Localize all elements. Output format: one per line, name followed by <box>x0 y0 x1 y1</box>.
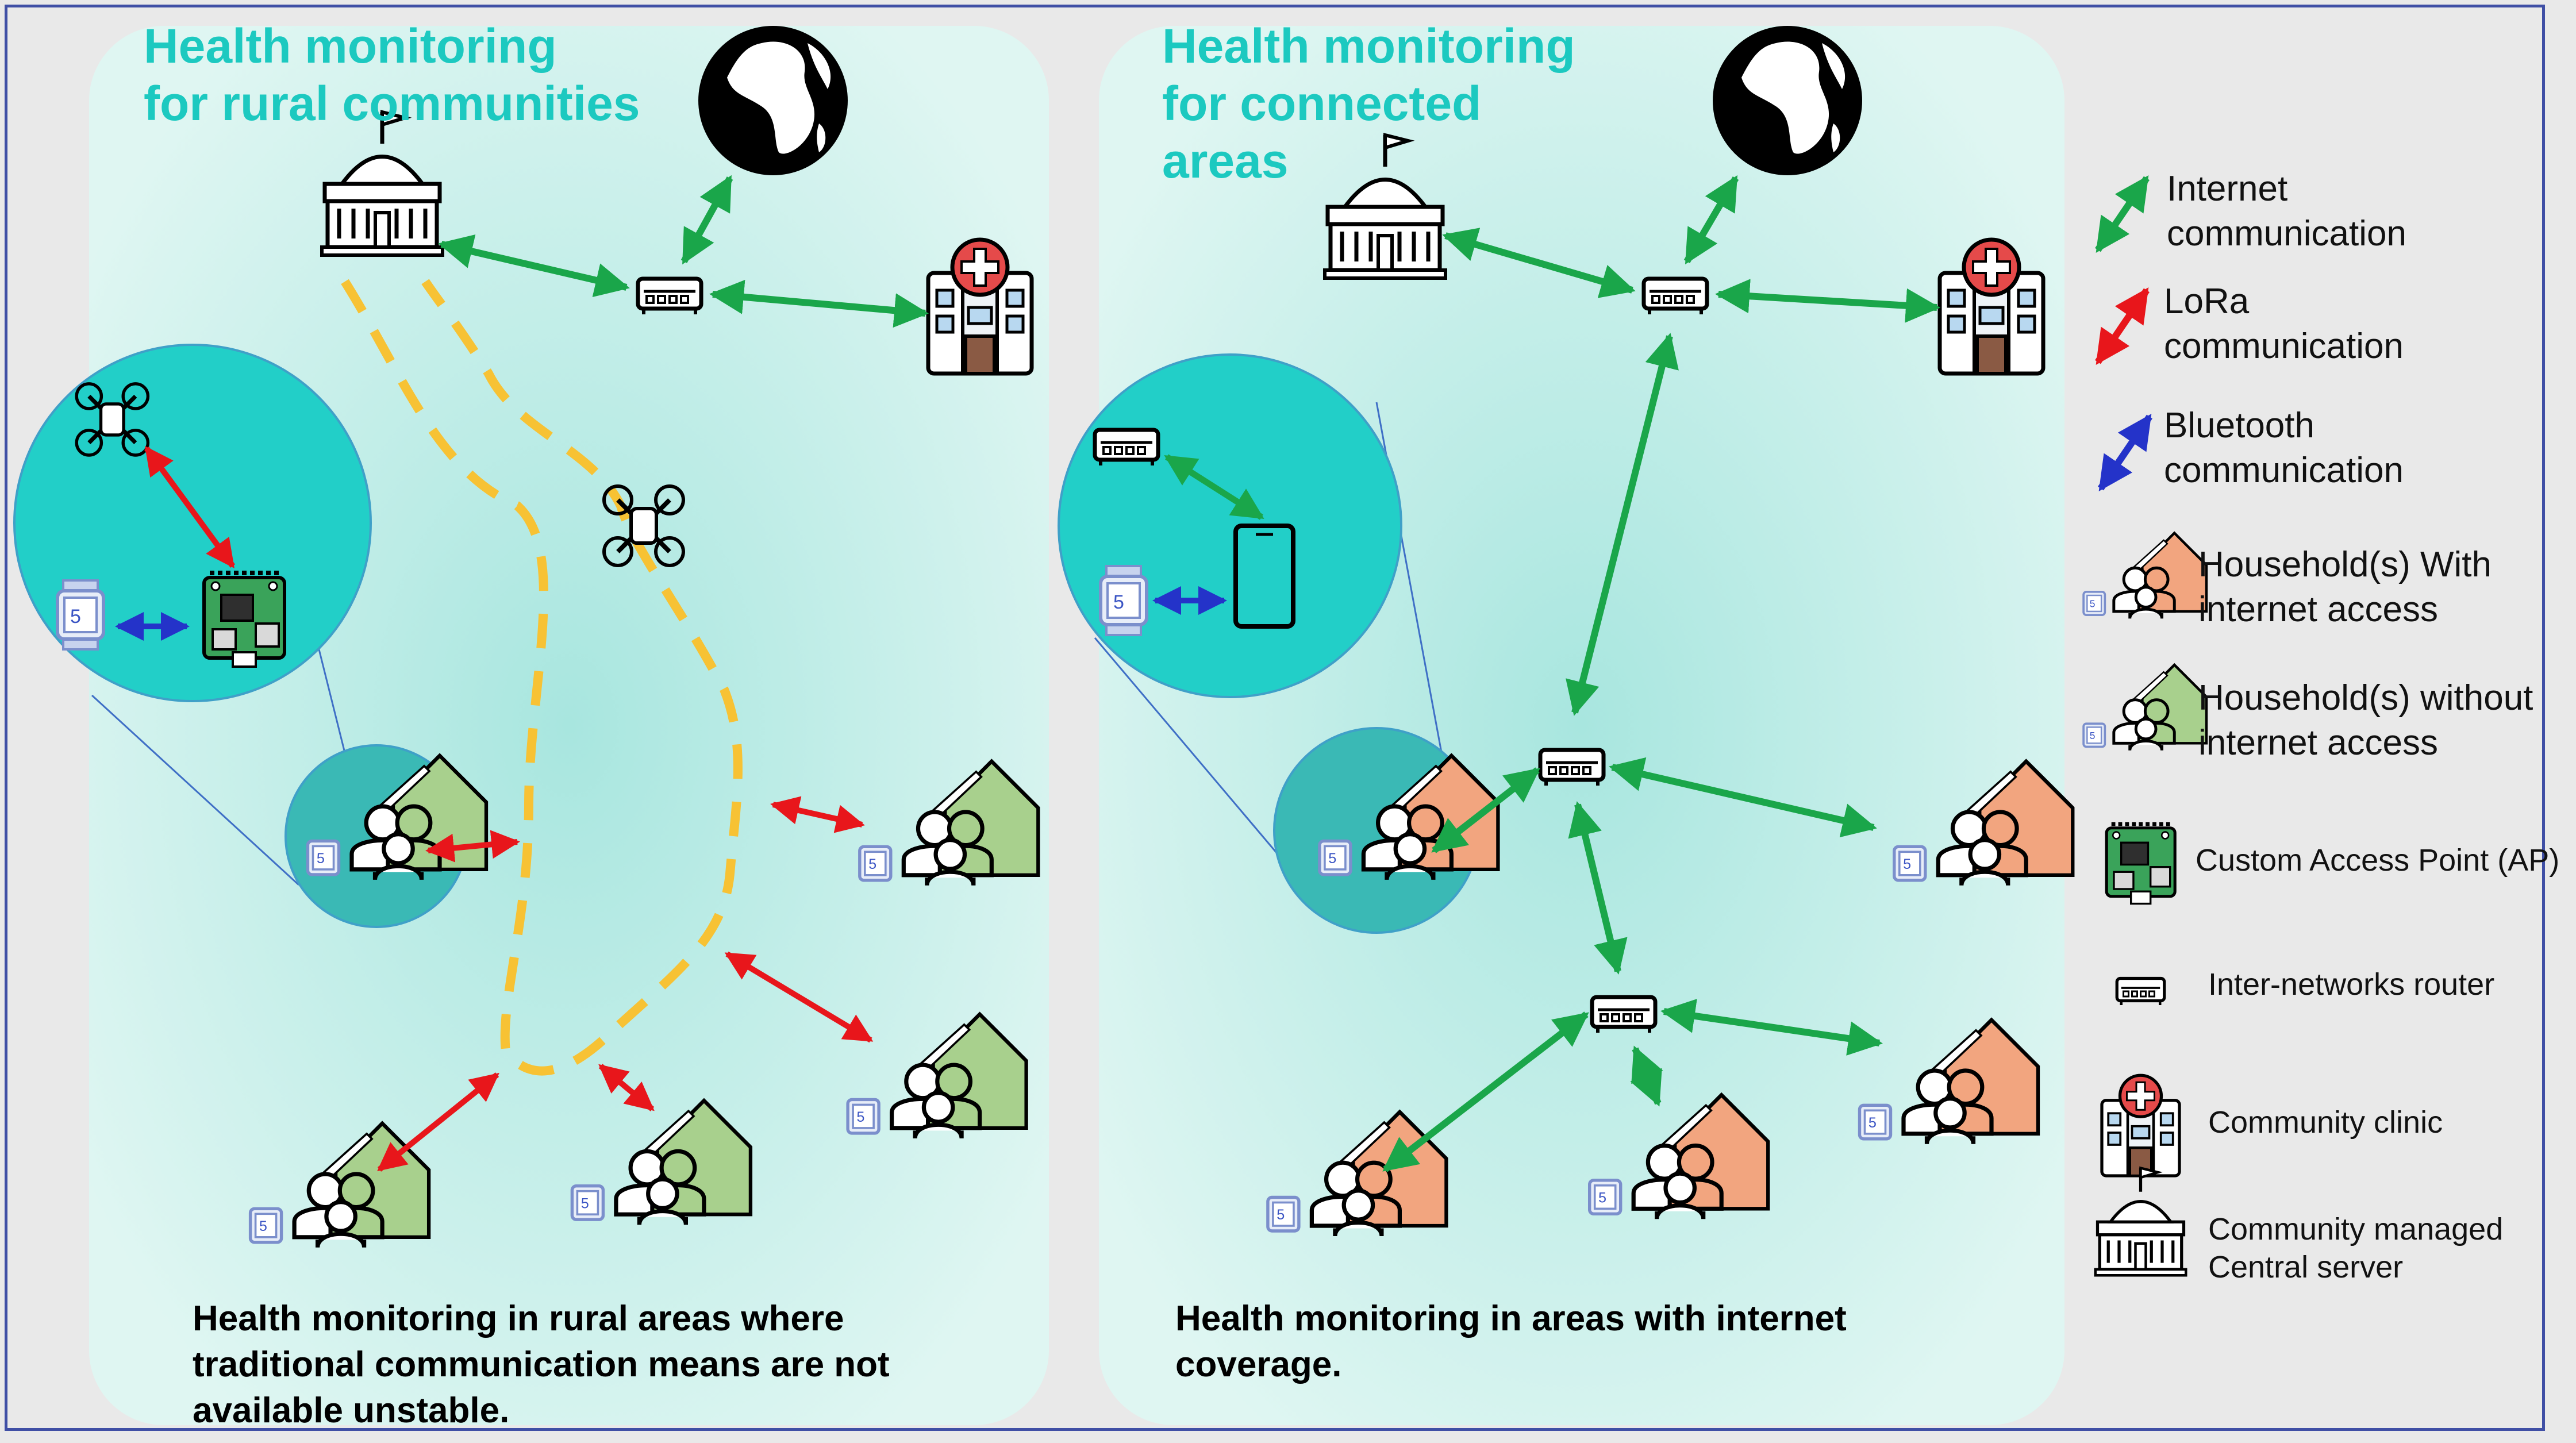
internet-arrow <box>1568 801 1628 975</box>
rural-network <box>13 26 1038 1248</box>
globe-icon <box>1713 26 1862 175</box>
clinic-icon <box>2102 1075 2179 1176</box>
connected-title: Health monitoring for connected areas <box>1162 17 1575 190</box>
lora-path <box>341 279 743 1076</box>
legend-label: Custom Access Point (AP) <box>2196 843 2560 878</box>
legend <box>2083 175 2206 1276</box>
diagram-frame <box>5 5 2545 1431</box>
connected-title-line: for connected <box>1162 76 1482 130</box>
legend-label: Household(s) without <box>2198 678 2533 718</box>
legend-access-point: Custom Access Point (AP) <box>2196 841 2559 879</box>
internet-arrow <box>1382 1011 1589 1172</box>
lora-arrow <box>724 951 874 1043</box>
legend-bluetooth: Bluetooth communication <box>2164 403 2404 493</box>
rural-title-line: for rural communities <box>144 76 640 130</box>
connected-panel <box>1099 26 2064 1425</box>
connected-title-line: Health monitoring <box>1162 19 1575 73</box>
green-double-arrow-icon <box>2095 175 2150 253</box>
legend-label: communication <box>2164 326 2404 366</box>
router-icon <box>1592 997 1655 1033</box>
legend-lora: LoRa communication <box>2164 279 2404 369</box>
router-icon <box>1095 430 1158 465</box>
lora-arrow <box>377 1072 499 1172</box>
legend-clinic: Community clinic <box>2208 1103 2443 1141</box>
circuit-board-icon <box>2106 824 2175 904</box>
government-building-icon <box>2096 1168 2186 1276</box>
rural-caption: Health monitoring in rural areas where t… <box>193 1296 890 1434</box>
internet-arrow <box>1609 757 1877 838</box>
legend-label: communication <box>2167 214 2406 253</box>
rural-caption-line: available unstable. <box>193 1391 510 1430</box>
internet-arrow <box>1431 767 1540 853</box>
legend-label: Community managed <box>2208 1212 2504 1246</box>
router-icon <box>1644 279 1707 314</box>
household-orange-icon <box>2083 533 2206 619</box>
legend-label: Community clinic <box>2208 1105 2443 1140</box>
legend-server: Community managed Central server <box>2208 1210 2503 1286</box>
rural-panel <box>89 26 1049 1425</box>
lora-arrow <box>598 1064 655 1111</box>
internet-arrow <box>1566 333 1679 716</box>
legend-label: Internet <box>2167 169 2288 209</box>
phone-zoom-circle <box>1058 353 1402 698</box>
router-icon <box>638 279 701 314</box>
lora-arrow <box>425 830 520 863</box>
internet-arrow <box>709 279 929 328</box>
legend-label: Bluetooth <box>2164 406 2314 445</box>
connected-caption: Health monitoring in areas with internet… <box>1175 1296 1847 1388</box>
rural-caption-line: Health monitoring in rural areas where <box>193 1299 844 1338</box>
access-point-icon <box>204 573 284 667</box>
rural-title: Health monitoring for rural communities <box>144 17 640 132</box>
router-icon <box>1540 750 1604 786</box>
smartphone-icon <box>1233 524 1295 629</box>
lora-arrow <box>770 796 865 833</box>
smartwatch-icon <box>1101 566 1147 635</box>
router-icon <box>2117 979 2164 1006</box>
legend-label: Inter-networks router <box>2208 967 2495 1002</box>
legend-label: Central server <box>2208 1250 2404 1284</box>
internet-arrow <box>438 234 630 297</box>
rural-caption-line: traditional communication means are not <box>193 1345 890 1384</box>
internet-arrow <box>1660 999 1883 1056</box>
red-double-arrow-icon <box>2095 287 2150 365</box>
rural-title-line: Health monitoring <box>144 19 557 73</box>
legend-label: Household(s) With <box>2198 545 2492 584</box>
blue-double-arrow-icon <box>2098 414 2152 491</box>
connected-caption-line: Health monitoring in areas with internet <box>1175 1299 1847 1338</box>
internet-arrow <box>680 175 733 265</box>
internet-arrow <box>1164 454 1264 520</box>
internet-arrow <box>1715 279 1940 323</box>
legend-household-without: Household(s) without internet access <box>2198 676 2533 765</box>
connected-caption-line: coverage. <box>1175 1345 1342 1384</box>
lora-arrow <box>144 445 236 569</box>
legend-router: Inter-networks router <box>2208 965 2494 1003</box>
internet-arrow <box>1683 175 1739 265</box>
household-green-icon <box>2083 665 2206 751</box>
connected-network <box>1058 26 2073 1236</box>
connected-title-line: areas <box>1162 134 1289 188</box>
legend-label: communication <box>2164 451 2404 490</box>
legend-household-with: Household(s) With internet access <box>2198 542 2492 632</box>
globe-icon <box>698 26 848 175</box>
smartwatch-icon <box>57 580 103 649</box>
legend-label: internet access <box>2198 723 2438 763</box>
internet-arrow <box>1442 228 1636 298</box>
legend-internet: Internet communication <box>2167 167 2406 256</box>
legend-label: LoRa <box>2164 282 2250 321</box>
internet-arrow <box>1630 1045 1663 1107</box>
legend-label: internet access <box>2198 590 2438 629</box>
